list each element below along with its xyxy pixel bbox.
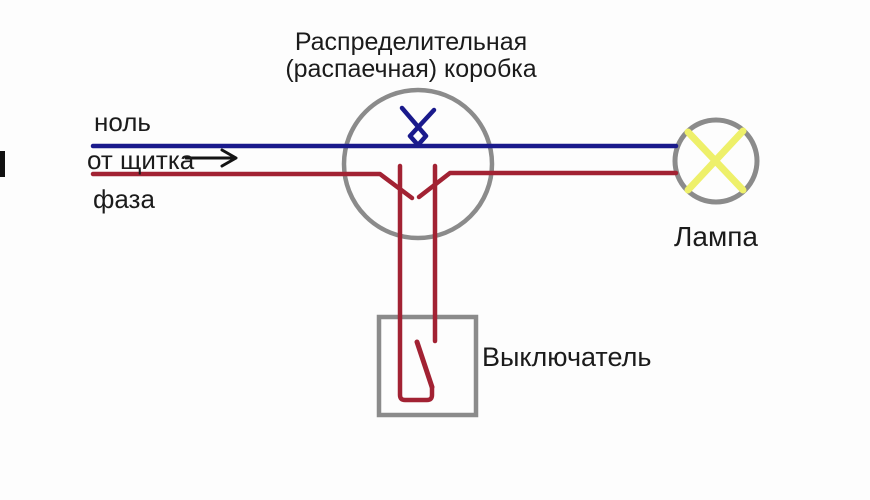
switch-drop-wire (397, 163, 435, 403)
lamp-feed-wire (416, 170, 679, 200)
junction-box-circle (341, 87, 495, 241)
junction-box-title-line2: (распаечная) коробка (285, 55, 537, 83)
lamp-label: Лампа (674, 221, 758, 252)
switch-lever (414, 339, 435, 390)
junction-box-title: Распределительная (распаечная) коробка (261, 29, 561, 83)
phase-label: фаза (93, 184, 155, 214)
lamp-cross-icon (684, 127, 747, 194)
lamp-circle (672, 117, 760, 205)
neutral-label: ноль (94, 107, 151, 137)
junction-box-title-line1: Распределительная (294, 28, 528, 56)
feed-source-label: от щитка (87, 145, 195, 175)
neutral-twist-junction-icon (399, 105, 437, 148)
switch-label: Выключатель (482, 342, 652, 372)
switch-box (376, 314, 479, 418)
flow-arrow-icon (184, 148, 238, 168)
scan-edge-mark (0, 151, 5, 177)
